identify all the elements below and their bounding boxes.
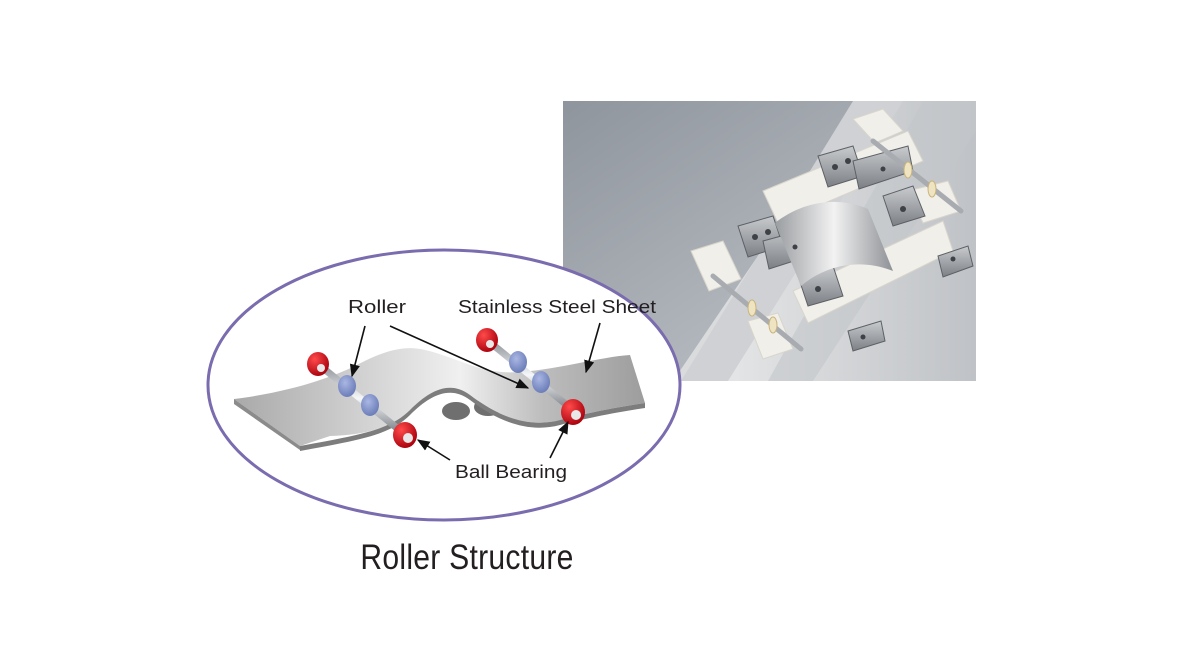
shaft-rollers: [747, 161, 937, 334]
shafts: [710, 138, 964, 352]
roller-arrow-left: [349, 325, 366, 378]
roller-label: Roller: [348, 297, 406, 317]
left-shaft: [314, 360, 407, 437]
left-roller-assembly: [307, 352, 417, 448]
right-roller-assembly: [476, 328, 585, 425]
ball-bearing-icon: [307, 352, 329, 376]
stainless-steel-sheet-photo: [775, 201, 893, 286]
figure-caption: Roller Structure: [360, 538, 574, 577]
roller-icon: [532, 371, 550, 393]
roller-arrow-right: [389, 325, 530, 389]
stainless-steel-sheet-label: Stainless Steel Sheet: [458, 297, 656, 317]
ball-bearing-icon: [476, 328, 498, 352]
roller-icon: [361, 394, 379, 416]
bearing-arrow-left: [416, 439, 451, 461]
leader-arrows: [349, 322, 601, 461]
roller-icon: [338, 375, 356, 397]
product-photo: [563, 101, 976, 381]
ball-bearing-label: Ball Bearing: [455, 462, 567, 482]
bearing-arrow-right: [549, 420, 569, 459]
screw-holes: [752, 158, 956, 340]
roller-icon: [509, 351, 527, 373]
right-shaft: [483, 336, 577, 414]
sheet-arrow: [584, 322, 601, 374]
